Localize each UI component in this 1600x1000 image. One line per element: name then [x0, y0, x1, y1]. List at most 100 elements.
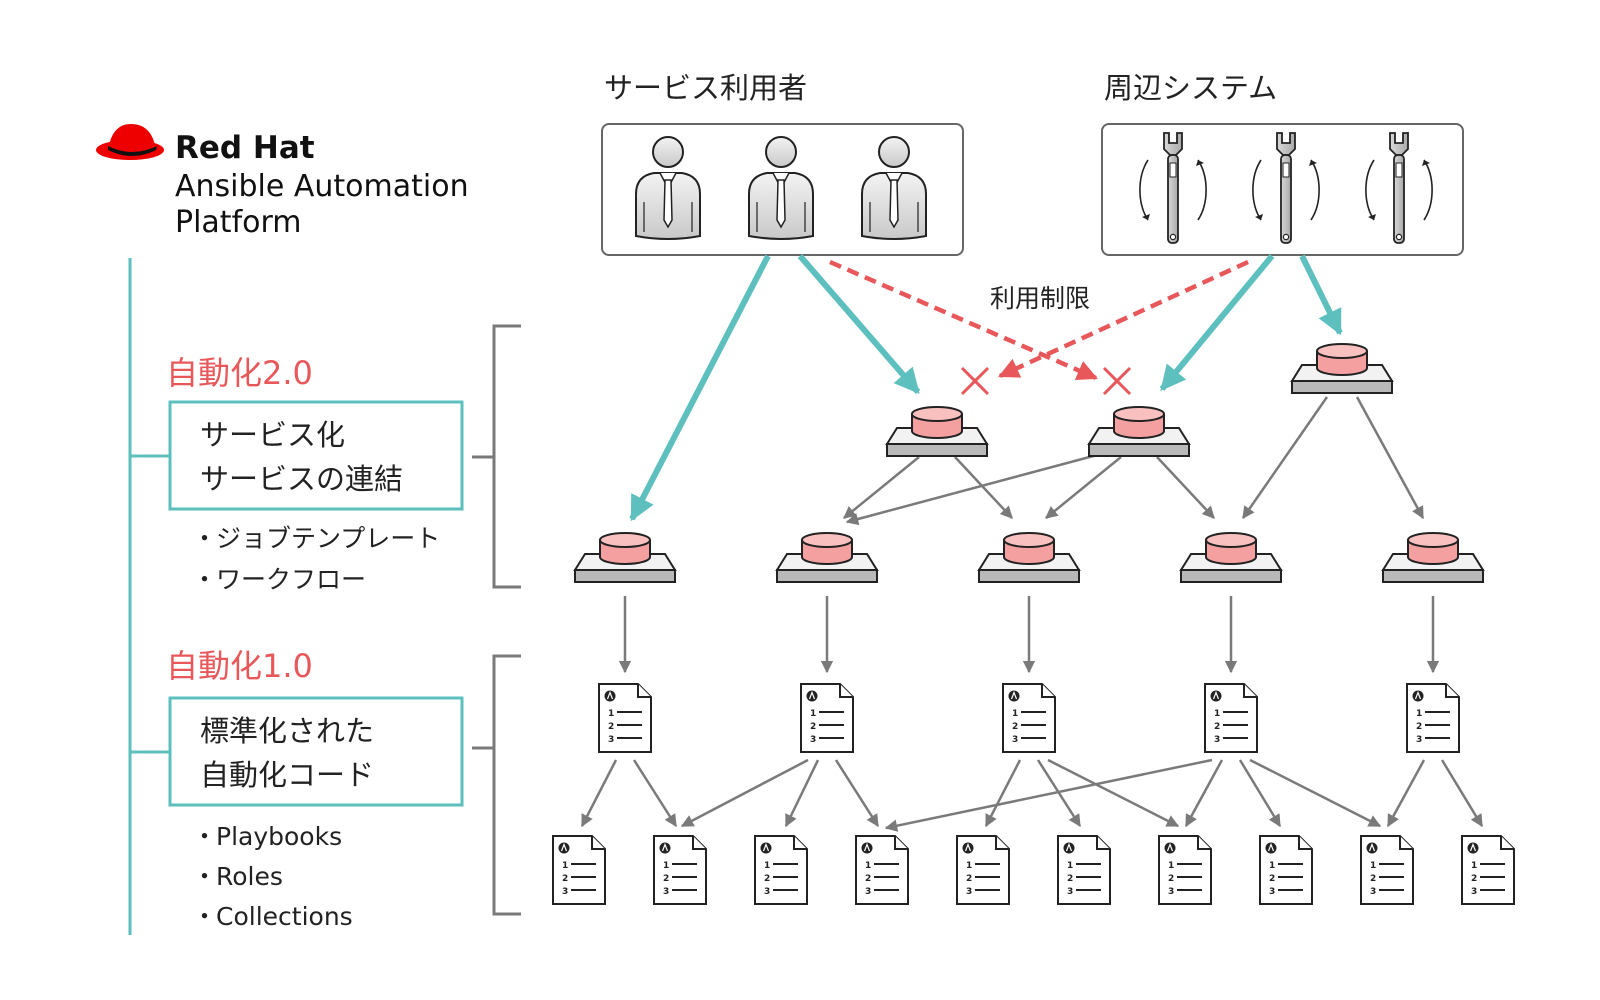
playbook-document-icon: 1 2 3 — [598, 683, 652, 753]
blocked-x-icon — [960, 366, 990, 396]
role-row: 1 2 3 1 2 3 1 2 3 1 2 3 1 2 3 — [552, 835, 1515, 905]
link-arrow — [1440, 759, 1484, 828]
users-group-label: サービス利用者 — [604, 71, 807, 105]
playbook-document-icon: 1 2 3 — [800, 683, 854, 753]
svg-text:3: 3 — [1416, 735, 1422, 745]
svg-text:1: 1 — [1214, 709, 1220, 719]
svg-text:2: 2 — [562, 874, 568, 884]
svg-text:2: 2 — [1471, 874, 1477, 884]
level-bullet: ワークフロー — [216, 565, 366, 594]
role-document-icon: 1 2 3 — [1360, 835, 1414, 905]
level-bullet: ジョブテンプレート — [216, 524, 440, 553]
level-box-line: サービス化 — [200, 418, 345, 452]
link-arrow — [632, 759, 678, 828]
level-bracket — [492, 654, 521, 916]
svg-text:1: 1 — [810, 709, 816, 719]
brand-product-line2: Platform — [175, 205, 302, 240]
link-arrow — [843, 456, 920, 519]
svg-text:2: 2 — [1168, 874, 1174, 884]
level-title: 自動化2.0 — [166, 354, 313, 392]
job-template-button-icon — [1180, 532, 1282, 583]
level-bullet: Playbooks — [216, 822, 342, 851]
svg-text:1: 1 — [663, 861, 669, 871]
link-arrow — [1355, 396, 1425, 520]
svg-text:3: 3 — [1471, 887, 1477, 897]
svg-text:3: 3 — [764, 887, 770, 897]
svg-text:2: 2 — [1214, 722, 1220, 732]
svg-text:2: 2 — [966, 874, 972, 884]
link-arrow — [1156, 456, 1215, 519]
bullet-mark: ・ — [192, 902, 217, 931]
workflow-links — [843, 396, 1425, 526]
svg-text:1: 1 — [865, 861, 871, 871]
workflow-button-icon — [1291, 343, 1393, 394]
restricted-arrow — [998, 259, 1249, 379]
playbook-links — [580, 758, 1484, 832]
svg-text:1: 1 — [1269, 861, 1275, 871]
level-box-line: 標準化された — [200, 714, 374, 748]
link-arrow — [1249, 758, 1382, 828]
svg-text:2: 2 — [663, 874, 669, 884]
svg-text:2: 2 — [1416, 722, 1422, 732]
level-bullet: Collections — [216, 902, 353, 931]
svg-text:3: 3 — [608, 735, 614, 745]
restriction-label: 利用制限 — [990, 284, 1090, 313]
link-arrow — [1047, 758, 1180, 828]
bullet-mark: ・ — [192, 524, 217, 553]
svg-text:2: 2 — [810, 722, 816, 732]
level-title: 自動化1.0 — [166, 647, 313, 685]
level-bracket — [492, 324, 521, 589]
svg-text:1: 1 — [1067, 861, 1073, 871]
svg-text:1: 1 — [764, 861, 770, 871]
access-arrow — [1159, 254, 1275, 391]
svg-text:3: 3 — [1370, 887, 1376, 897]
job-template-button-icon — [574, 532, 676, 583]
svg-text:2: 2 — [1012, 722, 1018, 732]
systems-group-label: 周辺システム — [1104, 71, 1277, 105]
svg-text:3: 3 — [1168, 887, 1174, 897]
svg-text:2: 2 — [1370, 874, 1376, 884]
level-box — [168, 400, 464, 511]
svg-text:3: 3 — [1214, 735, 1220, 745]
svg-text:1: 1 — [562, 861, 568, 871]
bullet-mark: ・ — [192, 565, 217, 594]
svg-text:2: 2 — [764, 874, 770, 884]
access-arrow — [1299, 254, 1343, 336]
red-hat-fedora-icon — [96, 124, 164, 160]
access-arrow — [797, 254, 921, 394]
bullet-mark: ・ — [192, 822, 217, 851]
link-arrow — [954, 456, 1013, 519]
playbook-document-icon: 1 2 3 — [1002, 683, 1056, 753]
level-box-line: 自動化コード — [200, 758, 374, 792]
job-template-button-icon — [776, 532, 878, 583]
role-document-icon: 1 2 3 — [1461, 835, 1515, 905]
svg-text:3: 3 — [865, 887, 871, 897]
level-bullet: Roles — [216, 862, 283, 891]
svg-text:3: 3 — [1269, 887, 1275, 897]
svg-text:1: 1 — [1168, 861, 1174, 871]
blocked-x-icon — [1102, 366, 1132, 396]
svg-text:2: 2 — [608, 722, 614, 732]
svg-text:3: 3 — [810, 735, 816, 745]
link-arrow — [1386, 759, 1426, 828]
svg-text:2: 2 — [865, 874, 871, 884]
svg-text:3: 3 — [663, 887, 669, 897]
link-arrow — [1184, 759, 1224, 828]
svg-text:3: 3 — [1012, 735, 1018, 745]
svg-text:1: 1 — [1012, 709, 1018, 719]
svg-text:3: 3 — [966, 887, 972, 897]
link-arrow — [834, 759, 880, 828]
link-arrow — [1045, 456, 1122, 519]
restricted-arrow — [829, 259, 1098, 381]
role-document-icon: 1 2 3 — [653, 835, 707, 905]
svg-text:1: 1 — [1370, 861, 1376, 871]
svg-text:3: 3 — [562, 887, 568, 897]
svg-text:1: 1 — [1416, 709, 1422, 719]
svg-text:1: 1 — [966, 861, 972, 871]
brand-name: Red Hat — [175, 130, 315, 166]
svg-text:1: 1 — [608, 709, 614, 719]
role-document-icon: 1 2 3 — [1158, 835, 1212, 905]
access-arrow — [629, 254, 771, 522]
brand-product-line1: Ansible Automation — [175, 169, 469, 204]
